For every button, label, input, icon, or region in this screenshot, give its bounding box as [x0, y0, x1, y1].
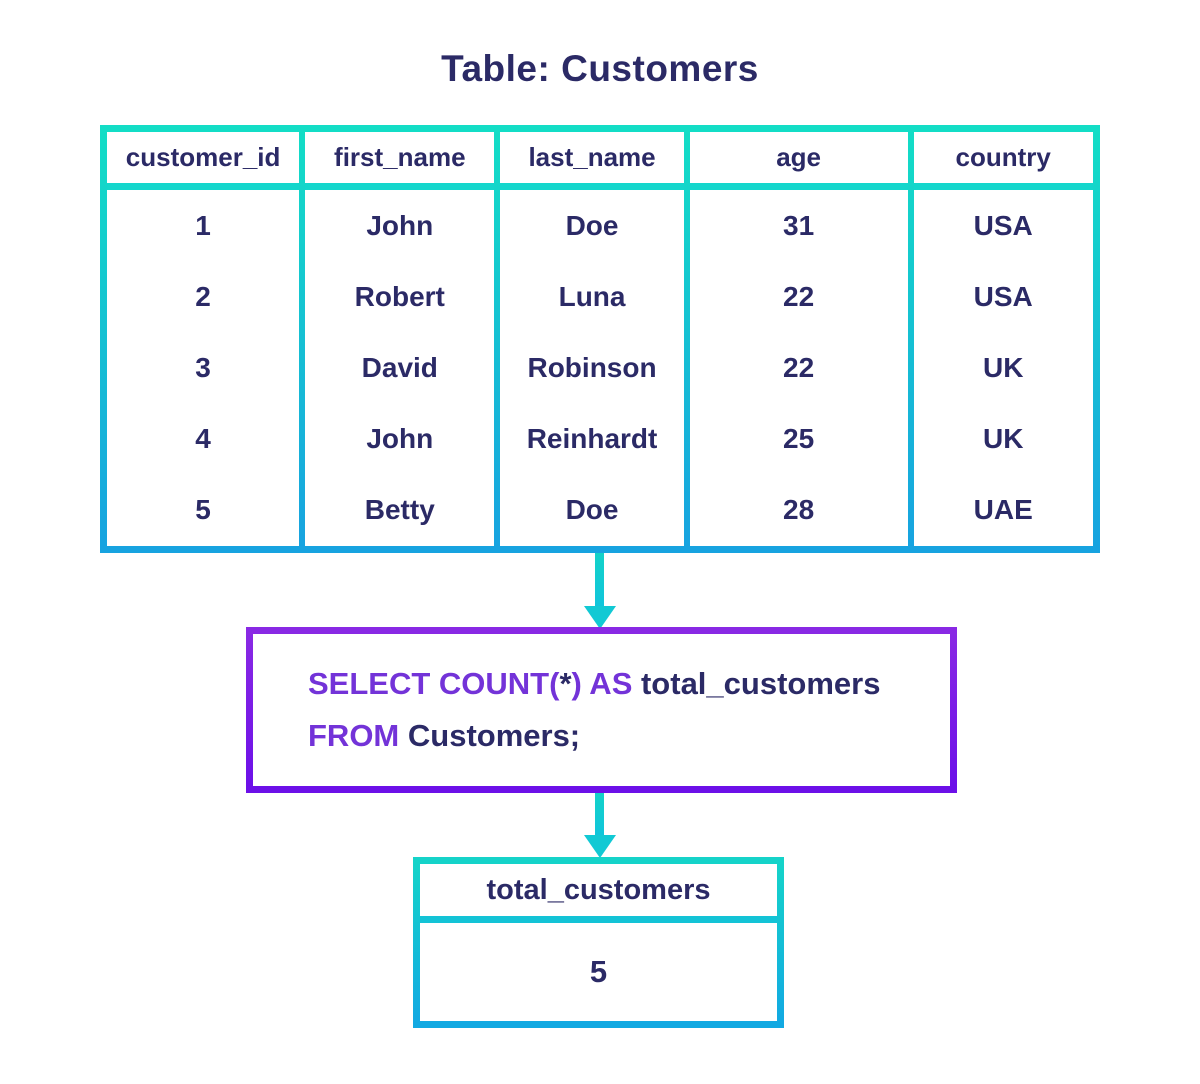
arrow-shaft	[595, 553, 604, 608]
table-cell: 2	[195, 280, 211, 312]
sql-identifier: *	[559, 666, 572, 701]
table-cell: Robert	[354, 280, 445, 312]
sql-query-line: FROM Customers;	[308, 710, 950, 762]
table-cell: Robinson	[527, 352, 657, 383]
table-cell: 28	[783, 494, 815, 526]
table-cell: 3	[195, 352, 211, 383]
table-column-age: age 31 22 22 25 28	[689, 132, 914, 546]
column-header-customer_id: customer_id	[107, 132, 300, 190]
column-header-country: country	[913, 132, 1093, 190]
arrow-down-icon	[584, 606, 616, 629]
column-header-first_name: first_name	[305, 132, 495, 190]
table-cell: John	[366, 209, 434, 241]
table-cell: UK	[982, 352, 1024, 383]
table-cell: USA	[973, 280, 1033, 312]
result-table: total_customers 5	[413, 857, 784, 1028]
table-cell: 22	[783, 352, 815, 383]
table-column-customer_id: customer_id 1 2 3 4 5	[107, 132, 306, 546]
sql-keyword: FROM	[308, 718, 400, 753]
arrow-shaft	[595, 793, 604, 837]
table-cell: Doe	[565, 494, 619, 526]
table-cell: UK	[982, 423, 1024, 455]
table-cell: Doe	[565, 209, 619, 241]
sql-keyword: ) AS	[571, 666, 633, 701]
result-table-header: total_customers	[420, 864, 777, 923]
column-header-age: age	[689, 132, 908, 190]
table-cell: 25	[783, 423, 815, 455]
table-cell: John	[366, 423, 434, 455]
table-cell: David	[361, 352, 438, 383]
diagram-title: Table: Customers	[441, 48, 759, 89]
arrow-table-to-query	[584, 553, 616, 629]
table-cell: Luna	[558, 280, 626, 312]
table-cell: 4	[195, 423, 211, 455]
table-cell: 22	[783, 280, 815, 312]
table-cell: 31	[783, 209, 815, 241]
sql-identifier: total_customers	[632, 666, 881, 701]
table-cell: Betty	[364, 494, 435, 526]
table-cell: USA	[973, 209, 1033, 241]
sql-query-line: SELECT COUNT(*) AS total_customers	[308, 658, 950, 710]
arrow-down-icon	[584, 835, 616, 858]
sql-identifier: Customers;	[399, 718, 581, 753]
arrow-query-to-result	[584, 793, 616, 858]
sql-keyword: SELECT COUNT(	[308, 666, 560, 701]
column-header-last_name: last_name	[500, 132, 684, 190]
table-cell: 5	[195, 494, 211, 526]
table-cell: Reinhardt	[526, 423, 658, 455]
table-cell: 1	[195, 209, 211, 241]
table-cell: UAE	[973, 494, 1033, 526]
result-table-value: 5	[589, 954, 608, 989]
